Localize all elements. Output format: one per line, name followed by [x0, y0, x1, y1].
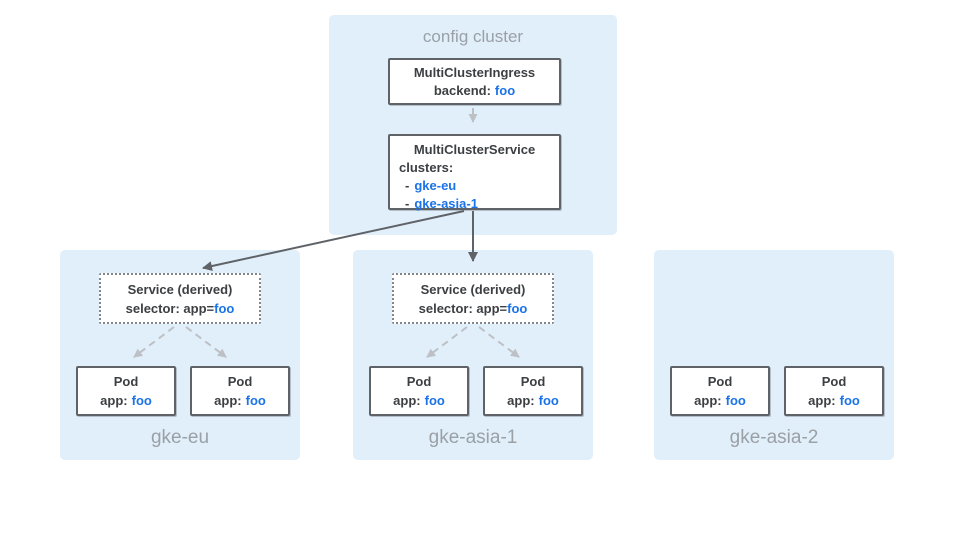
pod-app-line: app:foo [78, 391, 174, 410]
cluster-name-label: gke-eu [150, 427, 210, 448]
service-selector-line: selector: app=foo [394, 299, 552, 318]
pod-app-line: app:foo [192, 391, 288, 410]
pod-app-value: foo [839, 393, 860, 408]
pod-app-value: foo [538, 393, 559, 408]
cluster-name-label: gke-asia-2 [729, 427, 819, 448]
list-dash: - [405, 196, 410, 211]
pod-node: Pod app:foo [483, 366, 583, 416]
pod-app-value: foo [131, 393, 152, 408]
multiclusterservice-node: MultiClusterService clusters: -gke-eu -g… [388, 134, 561, 213]
pod-title: Pod [113, 374, 139, 389]
mci-title: MultiClusterIngress [413, 64, 536, 80]
pod-node: Pod app:foo [190, 366, 290, 416]
config-cluster-panel: config cluster MultiClusterIngress backe… [329, 15, 617, 235]
pod-app-line: app:foo [371, 391, 467, 410]
pod-app-label: app: [808, 393, 836, 408]
service-selector-value: foo [214, 300, 235, 316]
mcs-cluster-ref-name: gke-eu [414, 178, 457, 193]
pod-app-value: foo [725, 393, 746, 408]
pod-app-value: foo [424, 393, 445, 408]
pod-app-label: app: [507, 393, 535, 408]
pod-app-label: app: [214, 393, 242, 408]
pod-title: Pod [520, 374, 546, 389]
mcs-cluster-ref: -gke-eu [390, 177, 559, 195]
cluster-panel-gke-asia-2: Pod app:foo Pod app:foo gke-asia-2 [654, 250, 894, 460]
pod-node: Pod app:foo [76, 366, 176, 416]
mcs-cluster-ref: -gke-asia-1 [390, 195, 559, 213]
pod-app-label: app: [694, 393, 722, 408]
mci-backend-label: backend: [433, 82, 491, 98]
cluster-name-label: gke-asia-1 [428, 427, 518, 448]
cluster-panel-gke-eu: Service (derived) selector: app=foo Pod … [60, 250, 300, 460]
pod-node: Pod app:foo [670, 366, 770, 416]
pod-app-label: app: [100, 393, 128, 408]
pod-title: Pod [227, 374, 253, 389]
cluster-panel-gke-asia-1: Service (derived) selector: app=foo Pod … [353, 250, 593, 460]
derived-service-node: Service (derived) selector: app=foo [99, 273, 261, 324]
list-dash: - [405, 178, 410, 193]
service-selector-label: selector: app= [418, 300, 508, 316]
pod-app-value: foo [245, 393, 266, 408]
mci-backend-value: foo [494, 82, 516, 98]
pod-app-line: app:foo [786, 391, 882, 410]
pod-node: Pod app:foo [784, 366, 884, 416]
service-title: Service (derived) [420, 281, 526, 297]
config-cluster-title: config cluster [422, 27, 524, 46]
pod-app-line: app:foo [672, 391, 768, 410]
mcs-clusters-label: clusters: [399, 160, 454, 175]
pod-title: Pod [821, 374, 847, 389]
mcs-cluster-ref-name: gke-asia-1 [414, 196, 478, 211]
pod-app-line: app:foo [485, 391, 581, 410]
derived-service-node: Service (derived) selector: app=foo [392, 273, 554, 324]
service-selector-value: foo [507, 300, 528, 316]
multiclusteringress-node: MultiClusterIngress backend:foo [388, 58, 561, 105]
service-title: Service (derived) [127, 281, 233, 297]
service-selector-line: selector: app=foo [101, 299, 259, 318]
pod-app-label: app: [393, 393, 421, 408]
pod-title: Pod [406, 374, 432, 389]
mcs-title: MultiClusterService [413, 142, 536, 157]
service-selector-label: selector: app= [125, 300, 215, 316]
pod-node: Pod app:foo [369, 366, 469, 416]
mci-backend-line: backend:foo [390, 82, 559, 100]
pod-title: Pod [707, 374, 733, 389]
